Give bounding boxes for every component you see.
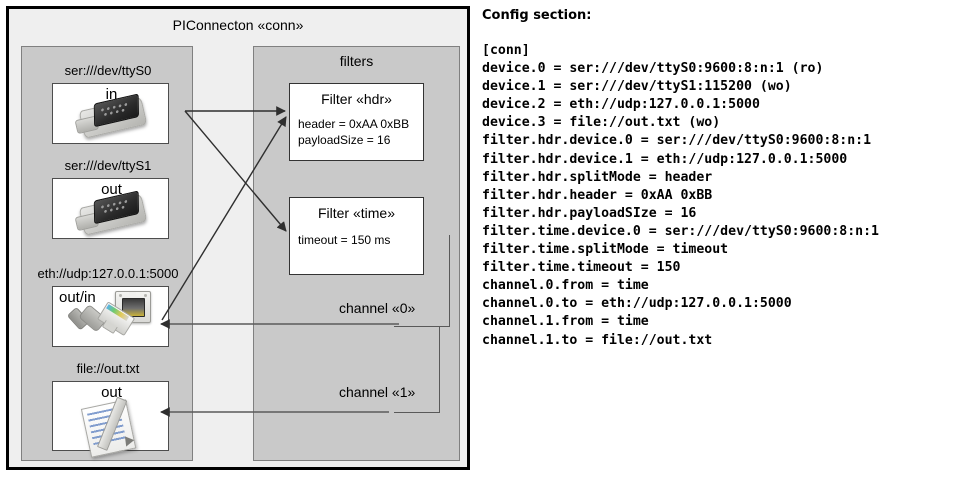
filter-attr-hdr-payloadsize: payloadSize = 16 <box>298 133 391 147</box>
filter-box-time[interactable]: Filter «time» timeout = 150 ms <box>289 197 424 275</box>
channel-label-1: channel «1» <box>339 384 416 400</box>
filter-title-hdr: Filter «hdr» <box>321 91 392 107</box>
device-box-file[interactable]: out <box>52 381 169 458</box>
channel-box-1 <box>394 326 440 413</box>
device-io-ttyS1: out <box>101 181 122 198</box>
device-box-eth[interactable]: out/in <box>52 286 169 347</box>
device-io-eth: out/in <box>59 289 96 306</box>
filters-panel: filters Filter «hdr» header = 0xAA 0xBB … <box>253 46 460 461</box>
devices-panel: ser:///dev/ttyS0 in ser:///dev/ttyS1 out… <box>21 46 193 461</box>
channel-label-0: channel «0» <box>339 300 416 316</box>
device-label-ttyS1: ser:///dev/ttyS1 <box>64 158 152 173</box>
device-io-ttyS0: in <box>105 86 118 103</box>
device-label-file: file://out.txt <box>76 361 140 376</box>
channel-box-0 <box>394 235 450 327</box>
filter-title-time: Filter «time» <box>317 205 396 221</box>
config-section: Config section: [conn] device.0 = ser://… <box>482 6 958 378</box>
device-label-ttyS0: ser:///dev/ttyS0 <box>64 63 152 78</box>
diagram-title: PIConnecton «conn» <box>172 17 304 33</box>
config-code-block: [conn] device.0 = ser:///dev/ttyS0:9600:… <box>482 43 879 348</box>
filters-panel-title: filters <box>339 53 374 69</box>
text-file-icon <box>80 392 152 458</box>
device-box-ttyS0[interactable]: in <box>52 83 169 144</box>
filter-attr-hdr-header: header = 0xAA 0xBB <box>298 117 410 131</box>
device-label-eth: eth://udp:127.0.0.1:5000 <box>37 266 179 281</box>
device-box-ttyS1[interactable]: out <box>52 178 169 239</box>
piconnector-diagram: PIConnecton «conn» ser:///dev/ttyS0 in s… <box>6 6 470 470</box>
config-section-heading: Config section: <box>482 8 592 23</box>
device-io-file: out <box>101 384 122 401</box>
filter-attr-time-timeout: timeout = 150 ms <box>298 233 391 247</box>
filter-box-hdr[interactable]: Filter «hdr» header = 0xAA 0xBB payloadS… <box>289 83 424 161</box>
